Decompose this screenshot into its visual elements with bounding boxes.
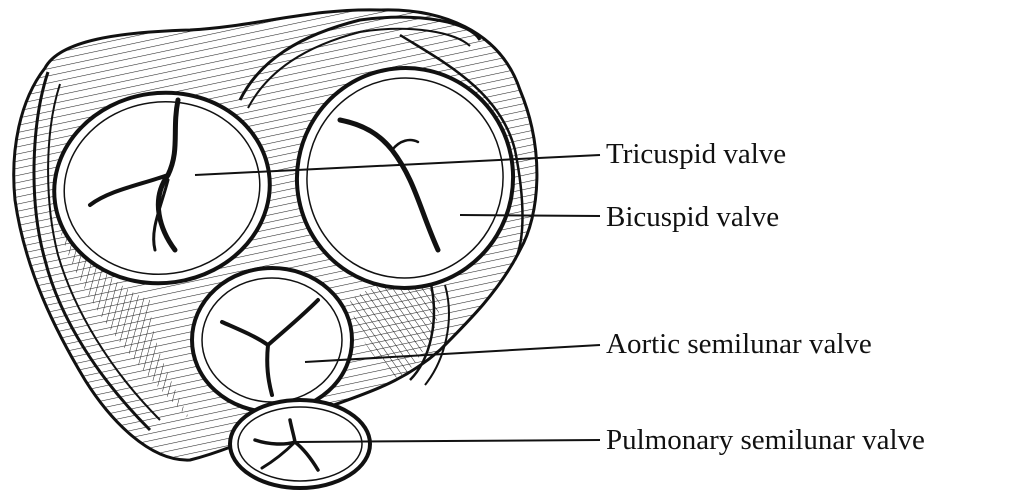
leader-line-pulmonary [294,439,601,443]
pulmonary-semilunar-valve [228,398,372,490]
label-pulmonary-semilunar-valve: Pulmonary semilunar valve [606,424,925,456]
leader-line-aortic [304,344,601,363]
label-bicuspid-valve: Bicuspid valve [606,201,780,233]
leader-lines [194,154,601,443]
tricuspid-valve [52,90,272,286]
aortic-semilunar-valve [190,266,354,414]
label-aortic-semilunar-valve: Aortic semilunar valve [606,328,872,360]
leader-line-bicuspid [459,214,601,217]
bicuspid-valve [294,66,516,290]
label-tricuspid-valve: Tricuspid valve [606,138,787,170]
leader-line-tricuspid [194,154,601,176]
